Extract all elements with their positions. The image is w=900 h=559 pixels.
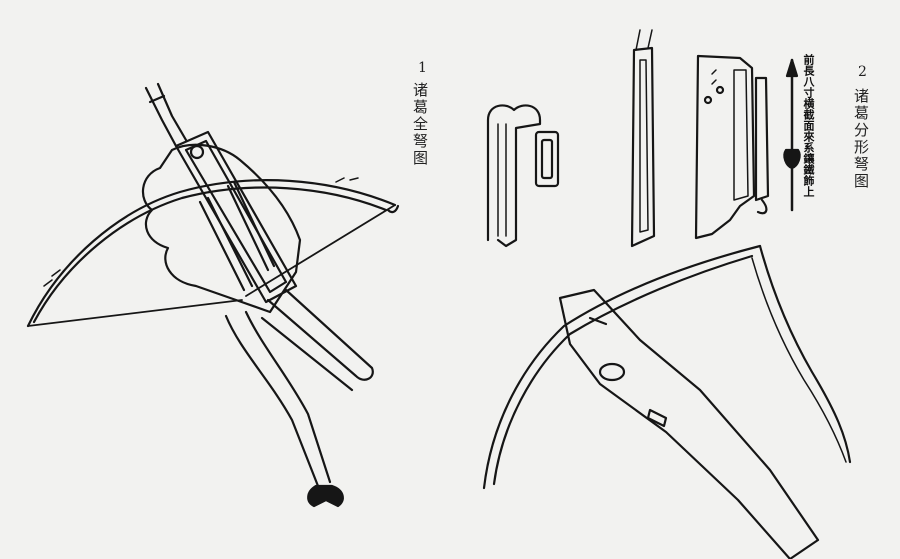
figure2-caption: 诸葛分形弩图 (852, 88, 870, 190)
arrow-annotation: 前長八寸横截面來系鑲鐵飾上 (802, 54, 815, 197)
assembled-crossbow-drawing (26, 82, 400, 508)
figure1-number: 1 (418, 60, 427, 76)
crossbow-parts-drawing (482, 29, 852, 559)
figure2-number: 2 (858, 64, 867, 80)
figure1-caption: 诸葛全弩图 (411, 82, 429, 167)
